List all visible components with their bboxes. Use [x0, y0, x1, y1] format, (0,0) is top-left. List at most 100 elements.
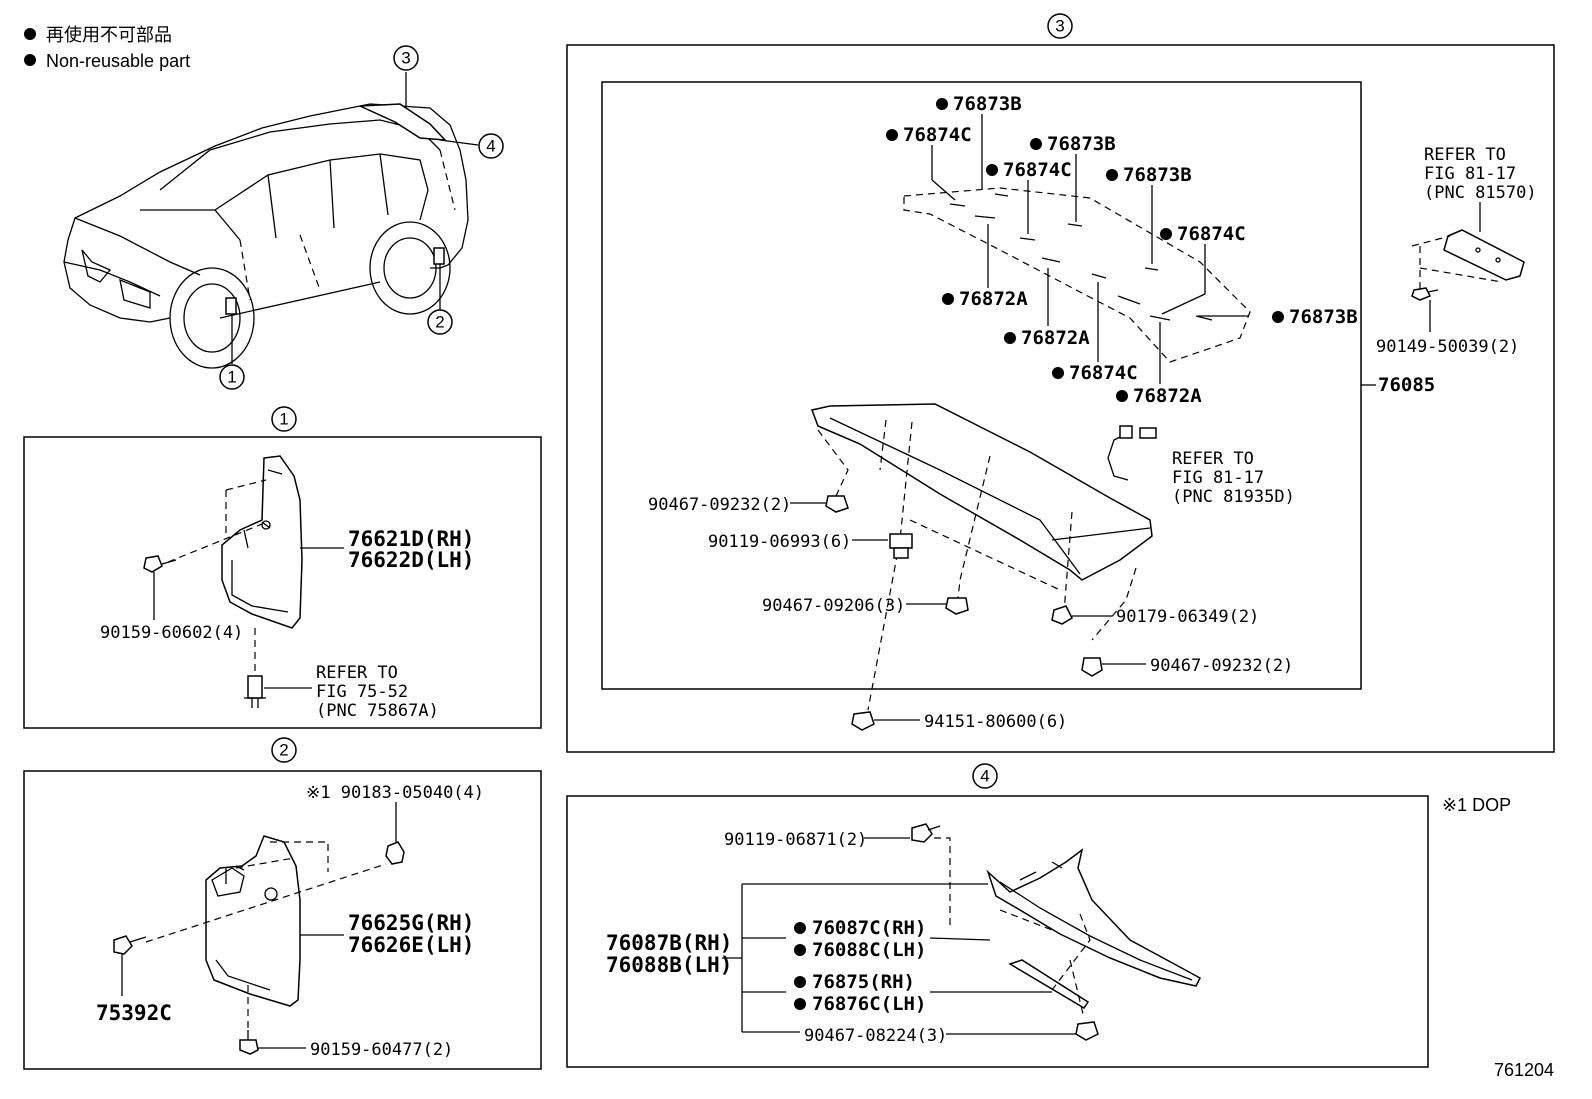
tape-label: 76872A — [1021, 327, 1090, 349]
tape-label: 76874C — [1069, 362, 1138, 384]
tape-label: 76873B — [953, 93, 1022, 115]
refer-line-2: FIG 75-52 — [316, 682, 408, 702]
callout-4-top: 4 — [478, 133, 504, 159]
tape-leaders — [931, 114, 1248, 384]
screw-icon — [239, 1030, 259, 1055]
rear-pillar-garnish — [986, 848, 1201, 987]
callout-4: 4 — [972, 763, 998, 789]
legend-japanese: 再使用不可部品 — [46, 25, 172, 45]
clip-c-label: 90467-09232(2) — [1150, 656, 1293, 676]
legend-english: Non-reusable part — [46, 51, 190, 71]
screw-label: 90159-60602(4) — [100, 623, 243, 643]
section-4-frame — [566, 795, 1429, 1068]
nut-icon — [1051, 605, 1073, 625]
sub-label-rh: 76087C(RH) — [812, 917, 926, 939]
tape-label-rh: 76875(RH) — [812, 971, 915, 993]
svg-text:2: 2 — [279, 741, 288, 760]
svg-text:4: 4 — [486, 137, 495, 156]
bolt-a-label: 90149-50039(2) — [1376, 337, 1519, 357]
section-3: 3 76085 — [566, 13, 1555, 753]
section-1-frame — [23, 436, 542, 729]
svg-text:1: 1 — [279, 410, 288, 429]
refer-a-line-3: (PNC 81570) — [1424, 183, 1537, 203]
callout-2-top: 2 — [427, 309, 453, 335]
clip-icon — [1081, 657, 1103, 677]
tape-label: 76872A — [1133, 385, 1202, 407]
grommet-label: 90119-06993(6) — [708, 532, 851, 552]
refer-b-line-2: FIG 81-17 — [1172, 468, 1264, 488]
grommet-icon — [889, 533, 913, 559]
tape-labels: 76873B 76874C 76873B 76874C 76873B 76874… — [886, 93, 1358, 407]
tape-label: 76874C — [1003, 159, 1072, 181]
dop-note: ※1 DOP — [1442, 795, 1511, 815]
screw-icon — [113, 935, 147, 955]
tape-label: 76873B — [1123, 164, 1192, 186]
svg-text:4: 4 — [980, 767, 989, 786]
svg-text:3: 3 — [401, 49, 410, 68]
svg-text:1: 1 — [227, 368, 236, 387]
tape-label-lh: 76876C(LH) — [812, 993, 926, 1015]
nut-icon — [385, 841, 405, 865]
refer-a-line-1: REFER TO — [1424, 145, 1506, 165]
part-label-lh: 76622D(LH) — [348, 548, 474, 572]
refer-line-3: (PNC 75867A) — [316, 701, 439, 721]
bracket-icon — [1443, 229, 1525, 281]
section-2: 2 ※1 90183-05040(4) 75392C 90 — [23, 737, 542, 1070]
bullet-icon — [24, 28, 36, 40]
assy-label-lh: 76088B(LH) — [606, 953, 732, 977]
screw-icon — [143, 555, 177, 573]
legend: 再使用不可部品 Non-reusable part — [24, 25, 190, 71]
svg-text:2: 2 — [435, 313, 444, 332]
vehicle-overview — [63, 72, 479, 369]
bullet-icon — [24, 54, 36, 66]
refer-b-line-3: (PNC 81935D) — [1172, 487, 1295, 507]
bolt-icon — [911, 823, 941, 843]
rear-mud-guard — [205, 835, 301, 1007]
callout-3-top: 3 — [393, 45, 419, 71]
bolt-label: 90119-06871(2) — [724, 830, 867, 850]
screw-a-label: 75392C — [96, 1001, 172, 1025]
clip-label: 90467-08224(3) — [804, 1026, 947, 1046]
rear-spoiler — [810, 403, 1153, 581]
clip-icon — [1075, 1021, 1099, 1041]
assembly-label: 76085 — [1378, 374, 1435, 396]
part-label-rh: 76621D(RH) — [348, 527, 474, 551]
section-3-frame — [566, 44, 1555, 753]
nut-a-label: 90179-06349(2) — [1116, 607, 1259, 627]
clip-icon — [945, 597, 969, 615]
bolt-icon — [1411, 287, 1439, 301]
clip-a-label: 90467-09232(2) — [648, 495, 791, 515]
assy-label-rh: 76087B(RH) — [606, 931, 732, 955]
callout-3: 3 — [1047, 13, 1073, 39]
tape-label: 76873B — [1289, 306, 1358, 328]
sub-label-lh: 76088C(LH) — [812, 939, 926, 961]
clip-icon — [244, 675, 266, 708]
clip-icon — [825, 495, 849, 513]
refer-b-line-1: REFER TO — [1172, 449, 1254, 469]
tape-label: 76874C — [903, 124, 972, 146]
screw-b-label: 90159-60477(2) — [310, 1040, 453, 1060]
front-mud-guard — [221, 455, 303, 629]
part-label-lh: 76626E(LH) — [348, 933, 474, 957]
section-4: 4 90119-06871(2) 76087B(RH) 76088B(LH) — [566, 763, 1429, 1068]
part-label-rh: 76625G(RH) — [348, 911, 474, 935]
tape-label: 76873B — [1047, 133, 1116, 155]
refer-a-line-2: FIG 81-17 — [1424, 164, 1516, 184]
tape-label: 76874C — [1177, 223, 1246, 245]
svg-text:3: 3 — [1055, 17, 1064, 36]
tape-pieces — [949, 193, 1213, 321]
section-1: 1 90159-60602(4) REFER TO FIG 75-52 (PNC… — [23, 406, 542, 729]
refer-line-1: REFER TO — [316, 663, 398, 683]
section-2-frame — [23, 770, 542, 1070]
nut-b-label: 94151-80600(6) — [924, 712, 1067, 732]
callout-2: 2 — [271, 737, 297, 763]
nut-icon — [851, 711, 875, 731]
clip-b-label: 90467-09206(3) — [762, 596, 905, 616]
callout-1: 1 — [271, 406, 297, 432]
diagram-number: 761204 — [1494, 1060, 1554, 1080]
wire-harness-icon — [1107, 425, 1157, 481]
nut-label: ※1 90183-05040(4) — [306, 783, 484, 803]
callout-1-top: 1 — [219, 364, 245, 390]
tape-label: 76872A — [959, 288, 1028, 310]
